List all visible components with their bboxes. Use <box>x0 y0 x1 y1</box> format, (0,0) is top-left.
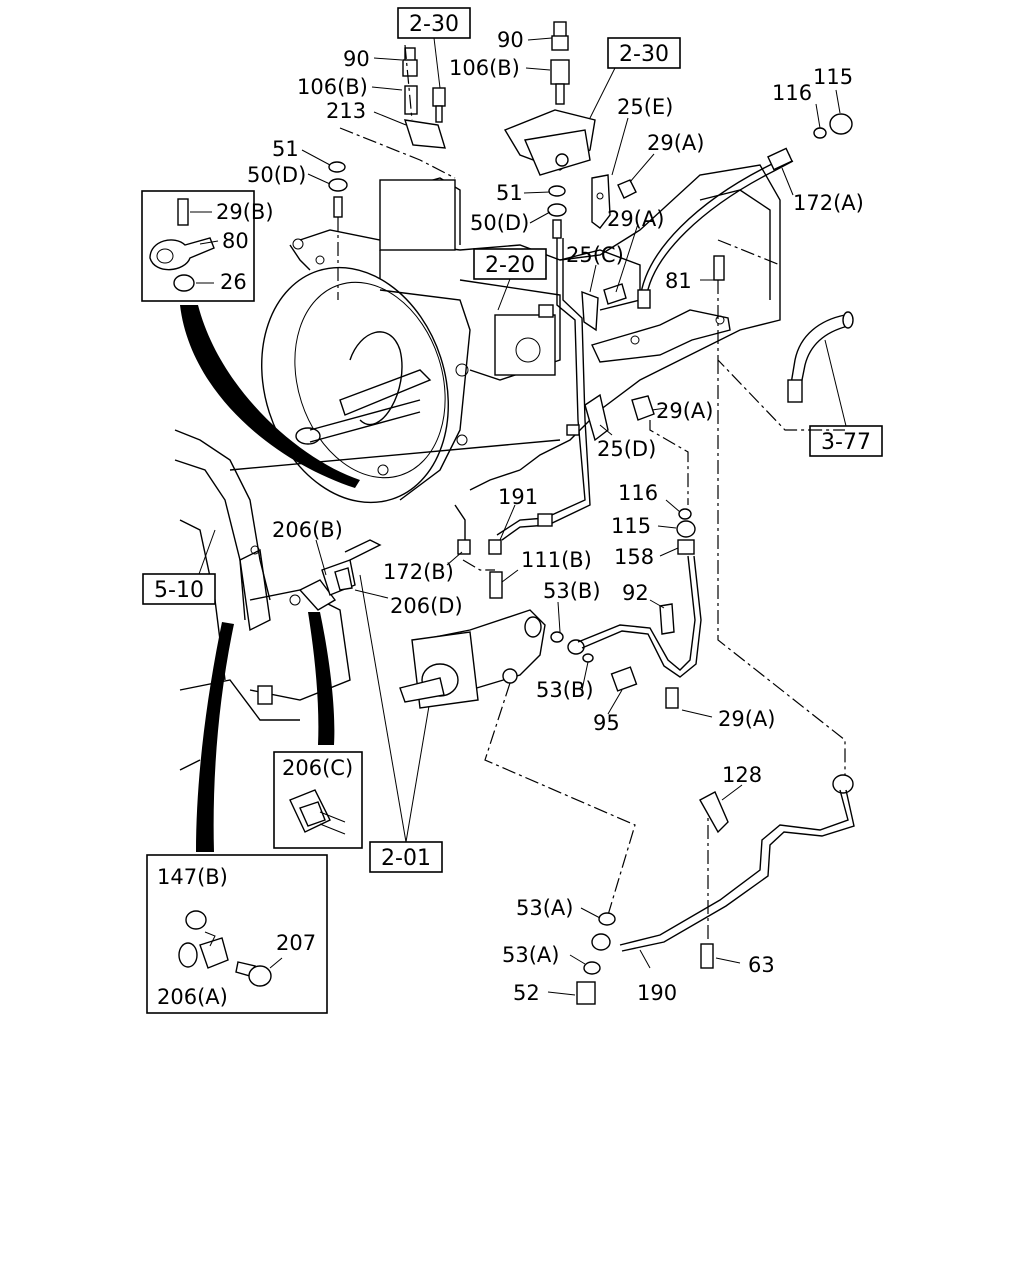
svg-text:106(B): 106(B) <box>449 56 520 80</box>
svg-text:3-77: 3-77 <box>821 430 871 455</box>
svg-text:25(C): 25(C) <box>566 243 624 267</box>
callout-labels: 90 106(B) 213 51 50(D) 90 106(B) 51 50(D… <box>247 28 864 1005</box>
svg-text:206(D): 206(D) <box>390 594 463 618</box>
svg-text:53(A): 53(A) <box>502 943 559 967</box>
svg-text:207: 207 <box>276 931 316 955</box>
svg-text:2-30: 2-30 <box>619 42 669 67</box>
svg-text:29(A): 29(A) <box>647 131 704 155</box>
clutch-cylinder <box>399 609 636 916</box>
bracket-25e <box>591 174 637 229</box>
svg-text:80: 80 <box>222 229 249 253</box>
reference-5-10: 5-10 <box>142 573 216 605</box>
inset-206c: 206(C) <box>273 751 363 849</box>
svg-text:213: 213 <box>326 99 366 123</box>
svg-text:29(A): 29(A) <box>656 399 713 423</box>
inset-pointer-bottom <box>196 622 234 852</box>
svg-text:191: 191 <box>498 485 538 509</box>
svg-text:2-01: 2-01 <box>381 846 431 871</box>
pipe-190 <box>576 774 855 1005</box>
bell-housing <box>261 266 471 504</box>
svg-text:50(D): 50(D) <box>470 211 529 235</box>
reference-2-01: 2-01 <box>369 841 443 873</box>
svg-text:92: 92 <box>622 581 649 605</box>
svg-text:26: 26 <box>220 270 247 294</box>
plate-81 <box>591 239 845 431</box>
svg-text:116: 116 <box>618 481 658 505</box>
svg-text:25(D): 25(D) <box>597 437 656 461</box>
dash-chain-right <box>707 360 846 940</box>
inset-pointer-206c <box>308 612 335 745</box>
svg-text:190: 190 <box>637 981 677 1005</box>
svg-text:51: 51 <box>496 181 523 205</box>
svg-text:116: 116 <box>772 81 812 105</box>
svg-text:53(A): 53(A) <box>516 896 573 920</box>
svg-text:158: 158 <box>614 545 654 569</box>
clamp-206b-206d <box>289 559 356 611</box>
right-bracket-assembly <box>496 21 596 541</box>
pipe-172a <box>637 113 853 309</box>
svg-text:2-20: 2-20 <box>485 253 535 278</box>
svg-text:63: 63 <box>748 953 775 977</box>
svg-text:53(B): 53(B) <box>543 579 601 603</box>
reference-3-77: 3-77 <box>809 425 883 457</box>
svg-text:5-10: 5-10 <box>154 578 204 603</box>
svg-text:206(B): 206(B) <box>272 518 343 542</box>
reference-2-30-left: 2-30 <box>397 7 471 39</box>
pipe-3-77 <box>787 311 854 403</box>
svg-text:29(B): 29(B) <box>216 200 274 224</box>
svg-text:95: 95 <box>593 711 620 735</box>
hose-53b-92 <box>550 555 702 709</box>
svg-text:90: 90 <box>343 47 370 71</box>
bracket-25d <box>584 393 655 442</box>
svg-text:172(B): 172(B) <box>383 560 454 584</box>
svg-text:106(B): 106(B) <box>297 75 368 99</box>
bracket-25c <box>581 283 627 332</box>
left-bracket-assembly <box>328 44 456 300</box>
inset-pointer-top <box>180 305 360 488</box>
svg-text:29(A): 29(A) <box>607 207 664 231</box>
svg-text:115: 115 <box>813 65 853 89</box>
pipe-191-172b <box>344 504 503 599</box>
reference-leaders <box>189 37 847 843</box>
svg-text:29(A): 29(A) <box>718 707 775 731</box>
inset-top-left: 29(B) 80 26 <box>141 190 274 302</box>
inset-bottom-left: 147(B) 207 206(A) <box>146 854 328 1014</box>
svg-text:52: 52 <box>513 981 540 1005</box>
svg-text:53(B): 53(B) <box>536 678 594 702</box>
svg-text:25(E): 25(E) <box>617 95 673 119</box>
chassis-frame <box>174 429 561 771</box>
svg-text:147(B): 147(B) <box>157 865 228 889</box>
svg-text:206(C): 206(C) <box>282 756 353 780</box>
svg-text:50(D): 50(D) <box>247 163 306 187</box>
svg-text:111(B): 111(B) <box>521 548 592 572</box>
svg-text:206(A): 206(A) <box>157 985 228 1009</box>
svg-text:81: 81 <box>665 269 692 293</box>
svg-text:115: 115 <box>611 514 651 538</box>
fittings-116-115-158 <box>649 420 696 555</box>
svg-text:2-30: 2-30 <box>409 12 459 37</box>
callout-leaders <box>301 37 841 996</box>
reference-2-30-right: 2-30 <box>607 37 681 69</box>
svg-text:90: 90 <box>497 28 524 52</box>
reference-2-20: 2-20 <box>473 248 547 280</box>
transmission-housing <box>289 164 781 491</box>
svg-text:51: 51 <box>272 137 299 161</box>
svg-text:128: 128 <box>722 763 762 787</box>
svg-text:172(A): 172(A) <box>793 191 864 215</box>
